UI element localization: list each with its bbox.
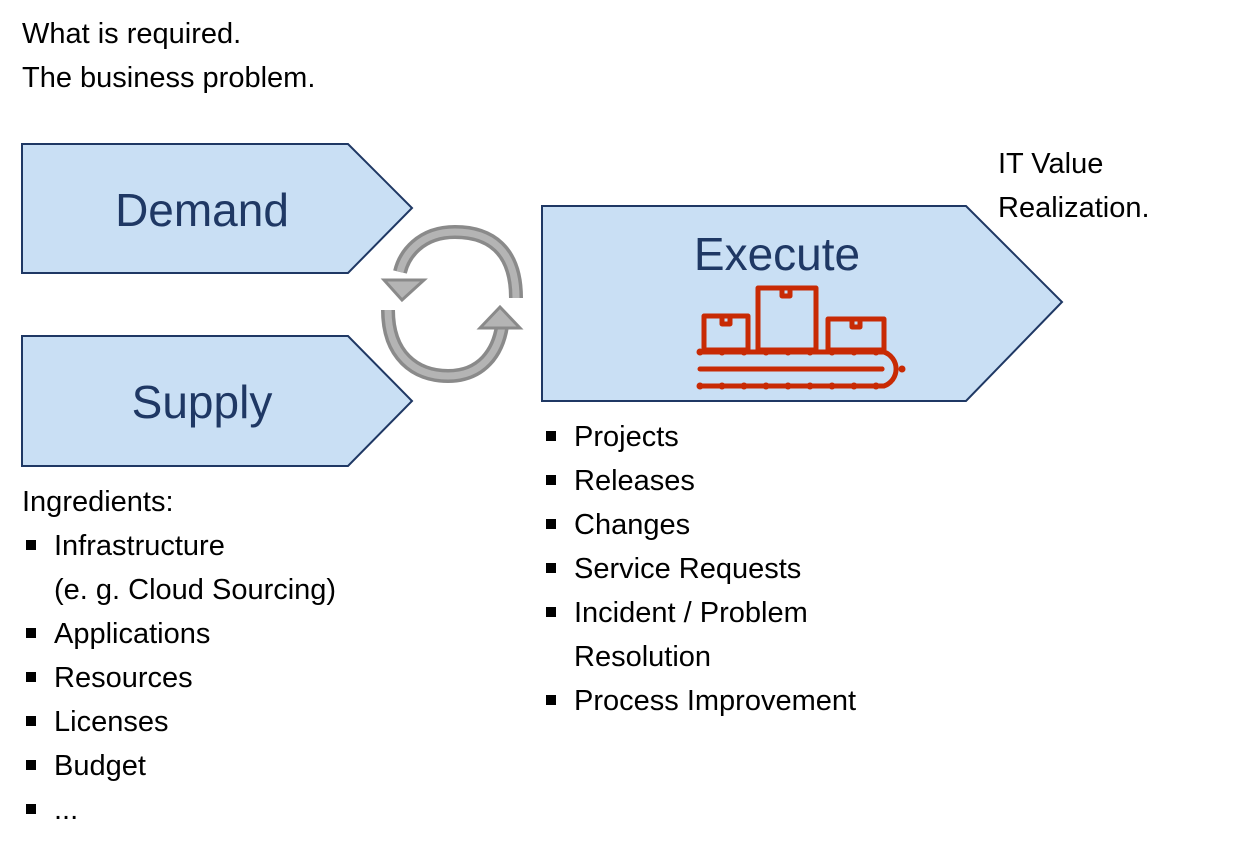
ingredients-title: Ingredients: <box>22 486 174 518</box>
bullet-icon <box>546 475 556 485</box>
execute-shape <box>541 205 1064 402</box>
outcome-line-1: IT Value <box>998 148 1104 180</box>
bullet-icon <box>26 760 36 770</box>
list-item: ... <box>24 788 336 832</box>
bullet-icon <box>26 804 36 814</box>
bullet-icon <box>26 540 36 550</box>
ingredients-list: Infrastructure (e. g. Cloud Sourcing) Ap… <box>24 524 336 832</box>
bullet-icon <box>26 716 36 726</box>
list-item: Projects <box>544 415 856 459</box>
conveyor-rollers <box>696 348 906 390</box>
execute-label: Execute <box>693 228 861 280</box>
list-item: Infrastructure (e. g. Cloud Sourcing) <box>24 524 336 612</box>
execute-list: Projects Releases Changes Service Reques… <box>544 415 856 723</box>
list-item: Budget <box>24 744 336 788</box>
list-item: Service Requests <box>544 547 856 591</box>
bullet-icon <box>546 607 556 617</box>
bullet-icon <box>26 628 36 638</box>
bullet-icon <box>546 695 556 705</box>
list-item: Resources <box>24 656 336 700</box>
outcome-line-2: Realization. <box>998 192 1150 224</box>
bullet-icon <box>546 563 556 573</box>
list-item: Applications <box>24 612 336 656</box>
bullet-icon <box>546 519 556 529</box>
demand-label: Demand <box>115 184 289 236</box>
demand-shape <box>21 143 414 274</box>
bullet-icon <box>26 672 36 682</box>
list-item: Releases <box>544 459 856 503</box>
list-item: Changes <box>544 503 856 547</box>
bullet-icon <box>546 431 556 441</box>
list-item: Process Improvement <box>544 679 856 723</box>
supply-shape <box>21 335 414 467</box>
supply-label: Supply <box>131 376 273 428</box>
cycle-arrows-icon <box>380 224 524 384</box>
list-item: Incident / Problem Resolution <box>544 591 856 679</box>
header-line-2: The business problem. <box>22 62 316 94</box>
list-item: Licenses <box>24 700 336 744</box>
header-line-1: What is required. <box>22 18 242 50</box>
